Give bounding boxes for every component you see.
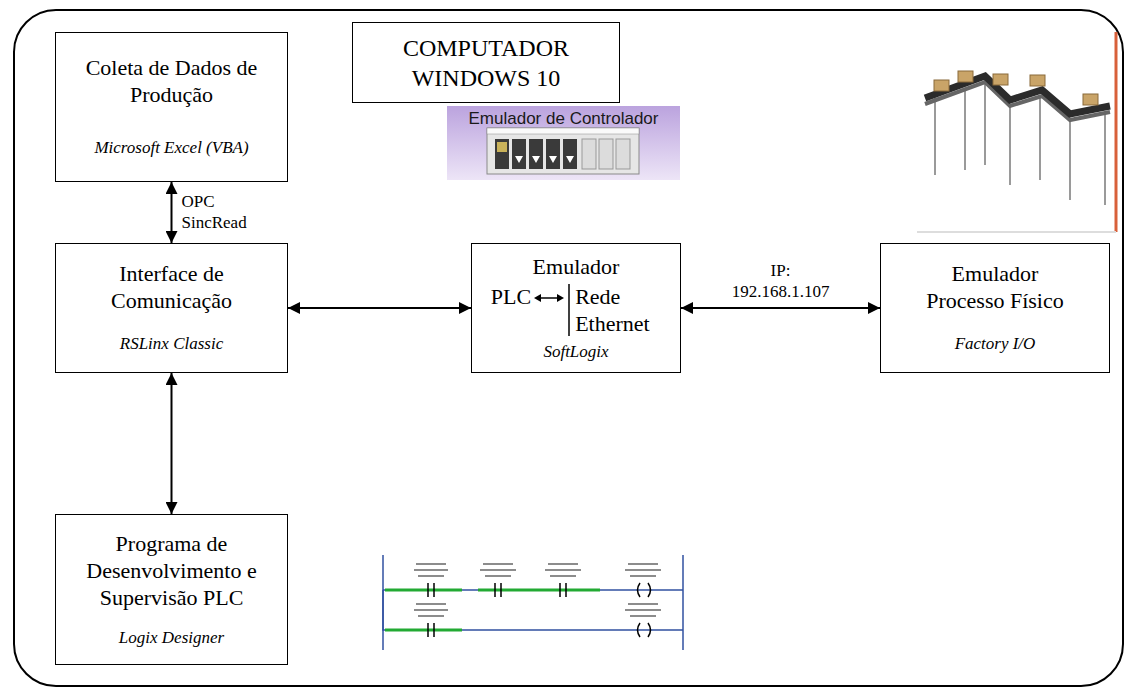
- controller-screenshot-part: [495, 139, 509, 169]
- conveyor-illustration-part: [925, 76, 1110, 114]
- conveyor-illustration-part: [917, 32, 1115, 232]
- box-title: Interface de Comunicação: [66, 261, 277, 315]
- connector-label: IP: 192.168.1.107: [723, 261, 839, 302]
- process-box: EmuladorPLC Rede EthernetSoftLogix: [471, 243, 681, 373]
- ladder-diagram-part-part: [478, 589, 600, 592]
- box-subtitle: SoftLogix: [543, 342, 608, 362]
- conveyor-illustration-part-part: [1069, 118, 1071, 200]
- ladder-diagram-part-part: [550, 575, 576, 577]
- box-row: PLC Rede Ethernet: [491, 284, 661, 338]
- ladder-diagram-part-part: [428, 623, 434, 637]
- controller-screenshot-part: [616, 139, 630, 169]
- ladder-diagram-part-part: [682, 555, 684, 650]
- ladder-diagram-part: [385, 590, 600, 630]
- box-subtitle: Microsoft Excel (VBA): [94, 138, 248, 158]
- ladder-diagram-part-part: [545, 569, 581, 571]
- box-part-label: PLC: [491, 284, 531, 311]
- ladder-diagram-part-part: [480, 569, 516, 571]
- ladder-diagram-part-part: [418, 575, 444, 577]
- process-box: Programa de Desenvolvimento e Supervisão…: [55, 514, 288, 665]
- conveyor-illustration-part-part: [993, 74, 1008, 85]
- process-box: Coleta de Dados de ProduçãoMicrosoft Exc…: [55, 32, 288, 182]
- computer-frame-part: [14, 10, 1123, 686]
- ladder-diagram-part-part: [416, 603, 446, 605]
- conveyor-illustration-part-part: [1083, 94, 1098, 105]
- controller-screenshot-part: [487, 128, 639, 174]
- connector-arrow: [171, 182, 173, 243]
- ladder-diagram-part: [428, 583, 651, 637]
- box-title: Programa de Desenvolvimento e Supervisão…: [66, 531, 277, 611]
- link-symbol: [531, 284, 575, 336]
- ladder-diagram-part-part: [385, 629, 462, 632]
- conveyor-illustration-part: [917, 231, 1116, 233]
- ladder-diagram-part-part: [485, 575, 511, 577]
- ladder-diagram-part: [383, 555, 683, 650]
- ladder-diagram-part-part: [483, 563, 513, 565]
- connector-arrow: [288, 307, 471, 309]
- conveyor-illustration-part-part: [964, 88, 966, 170]
- controller-band-fill: [447, 106, 680, 180]
- title-box: COMPUTADOR WINDOWS 10: [352, 22, 620, 103]
- controller-screenshot-part: [487, 128, 639, 134]
- box-title: Emulador Processo Físico: [913, 261, 1078, 315]
- ladder-diagram-part-part: [638, 623, 651, 637]
- conveyor-illustration-part: [1115, 32, 1118, 232]
- controller-screenshot-part: [512, 139, 526, 169]
- ladder-diagram: [383, 555, 683, 650]
- ladder-diagram-part-part: [414, 609, 448, 611]
- conveyor-illustration-part-part: [934, 80, 949, 91]
- conveyor-illustration: [917, 32, 1116, 232]
- box-title: COMPUTADOR WINDOWS 10: [363, 33, 609, 93]
- ladder-diagram-part-part: [628, 603, 658, 605]
- controller-screenshot: [487, 128, 639, 174]
- box-subtitle: Logix Designer: [119, 628, 224, 648]
- ladder-diagram-part-part: [628, 563, 658, 565]
- ladder-diagram-part-part: [428, 583, 566, 597]
- controller-screenshot-part: [546, 139, 560, 169]
- conveyor-illustration-part-part: [958, 71, 973, 82]
- ladder-diagram-part-part: [414, 569, 448, 571]
- ladder-diagram-part-part: [630, 575, 656, 577]
- ladder-diagram-part-part: [548, 563, 578, 565]
- connector-label: OPC SincRead: [180, 192, 256, 233]
- controller-band: Emulador de Controlador: [447, 106, 680, 180]
- controller-screenshot-part: [497, 142, 507, 152]
- divider-line: [568, 284, 570, 336]
- conveyor-illustration-part-part: [934, 98, 936, 175]
- process-box: Emulador Processo FísicoFactory I/O: [880, 243, 1110, 373]
- box-title: Emulador: [533, 254, 620, 281]
- controller-screenshot-part: [515, 156, 574, 163]
- connector-arrow: [681, 307, 880, 309]
- box-part-label: Rede Ethernet: [575, 284, 661, 338]
- conveyor-illustration-part-part: [1039, 95, 1041, 180]
- computer-frame: [14, 10, 1123, 686]
- link-arrowheads: [534, 294, 564, 302]
- ladder-diagram-part-part: [638, 583, 651, 597]
- box-subtitle: RSLinx Classic: [120, 334, 223, 354]
- ladder-diagram-part-part: [630, 615, 656, 617]
- box-title: Emulador de Controlador: [469, 109, 659, 130]
- ladder-diagram-part: [414, 563, 661, 617]
- box-subtitle: Factory I/O: [955, 334, 1036, 354]
- connector-arrow: [171, 373, 173, 514]
- process-box: Interface de ComunicaçãoRSLinx Classic: [55, 243, 288, 373]
- ladder-diagram-part-part: [625, 569, 661, 571]
- conveyor-illustration-part: [934, 71, 1098, 105]
- controller-screenshot-part: [563, 139, 577, 169]
- controller-screenshot-part: [529, 139, 543, 169]
- ladder-diagram-part-part: [418, 615, 444, 617]
- controller-screenshot-part: [582, 139, 596, 169]
- controller-band-fill-part: [447, 106, 680, 180]
- conveyor-illustration-part-part: [1030, 75, 1045, 86]
- conveyor-illustration-part-part: [1104, 112, 1106, 205]
- ladder-diagram-part-part: [385, 589, 462, 592]
- ladder-diagram-part-part: [416, 563, 446, 565]
- box-title: Coleta de Dados de Produção: [66, 55, 277, 109]
- conveyor-illustration-part-part: [1009, 104, 1011, 185]
- ladder-diagram-part-part: [625, 609, 661, 611]
- controller-screenshot-part: [599, 139, 613, 169]
- conveyor-illustration-part-part: [984, 80, 986, 165]
